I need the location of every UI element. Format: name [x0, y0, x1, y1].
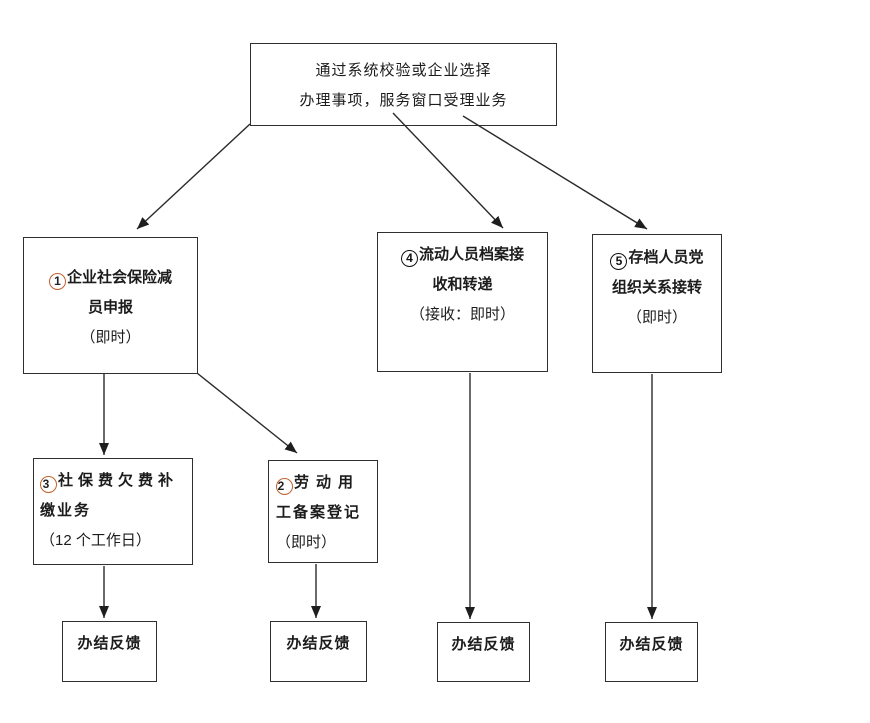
start-box-line2: 办理事项，服务窗口受理业务 [299, 92, 508, 109]
circled-number-5: 5 [610, 252, 628, 270]
process-box-2-title-line2: 工备案登记 [276, 504, 362, 521]
circled-number-4: 4 [400, 249, 418, 267]
process-box-2-note: （即时） [276, 534, 337, 551]
process-box-5-title-line2: 组织关系接转 [611, 279, 702, 296]
arrow-start-to-box5 [462, 115, 648, 230]
process-box-1-note: （即时） [80, 329, 141, 346]
feedback-box-2: 办结反馈 [270, 621, 367, 682]
circled-number-3: 3 [40, 475, 57, 493]
process-box-1-title-line2: 员申报 [87, 299, 133, 316]
feedback-box-1: 办结反馈 [62, 621, 157, 682]
start-box-line1: 通过系统校验或企业选择 [315, 62, 492, 79]
start-box: 通过系统校验或企业选择 办理事项，服务窗口受理业务 [250, 43, 557, 126]
process-box-4-title-line2: 收和转递 [432, 276, 493, 293]
circled-number-1: 1 [48, 272, 66, 290]
process-box-4-note: （接收：即时） [409, 306, 515, 323]
process-box-3-title-line2: 缴业务 [40, 502, 92, 519]
circled-number-2: 2 [276, 477, 293, 495]
feedback-box-3: 办结反馈 [437, 622, 530, 682]
process-box-3-note: （12 个工作日） [40, 532, 151, 549]
arrow-start-to-box1 [136, 123, 251, 230]
arrow-start-to-box4 [392, 112, 504, 229]
feedback-box-4: 办结反馈 [605, 622, 698, 682]
arrow-box1-to-box2 [196, 372, 298, 454]
process-box-5-note: （即时） [626, 309, 687, 326]
